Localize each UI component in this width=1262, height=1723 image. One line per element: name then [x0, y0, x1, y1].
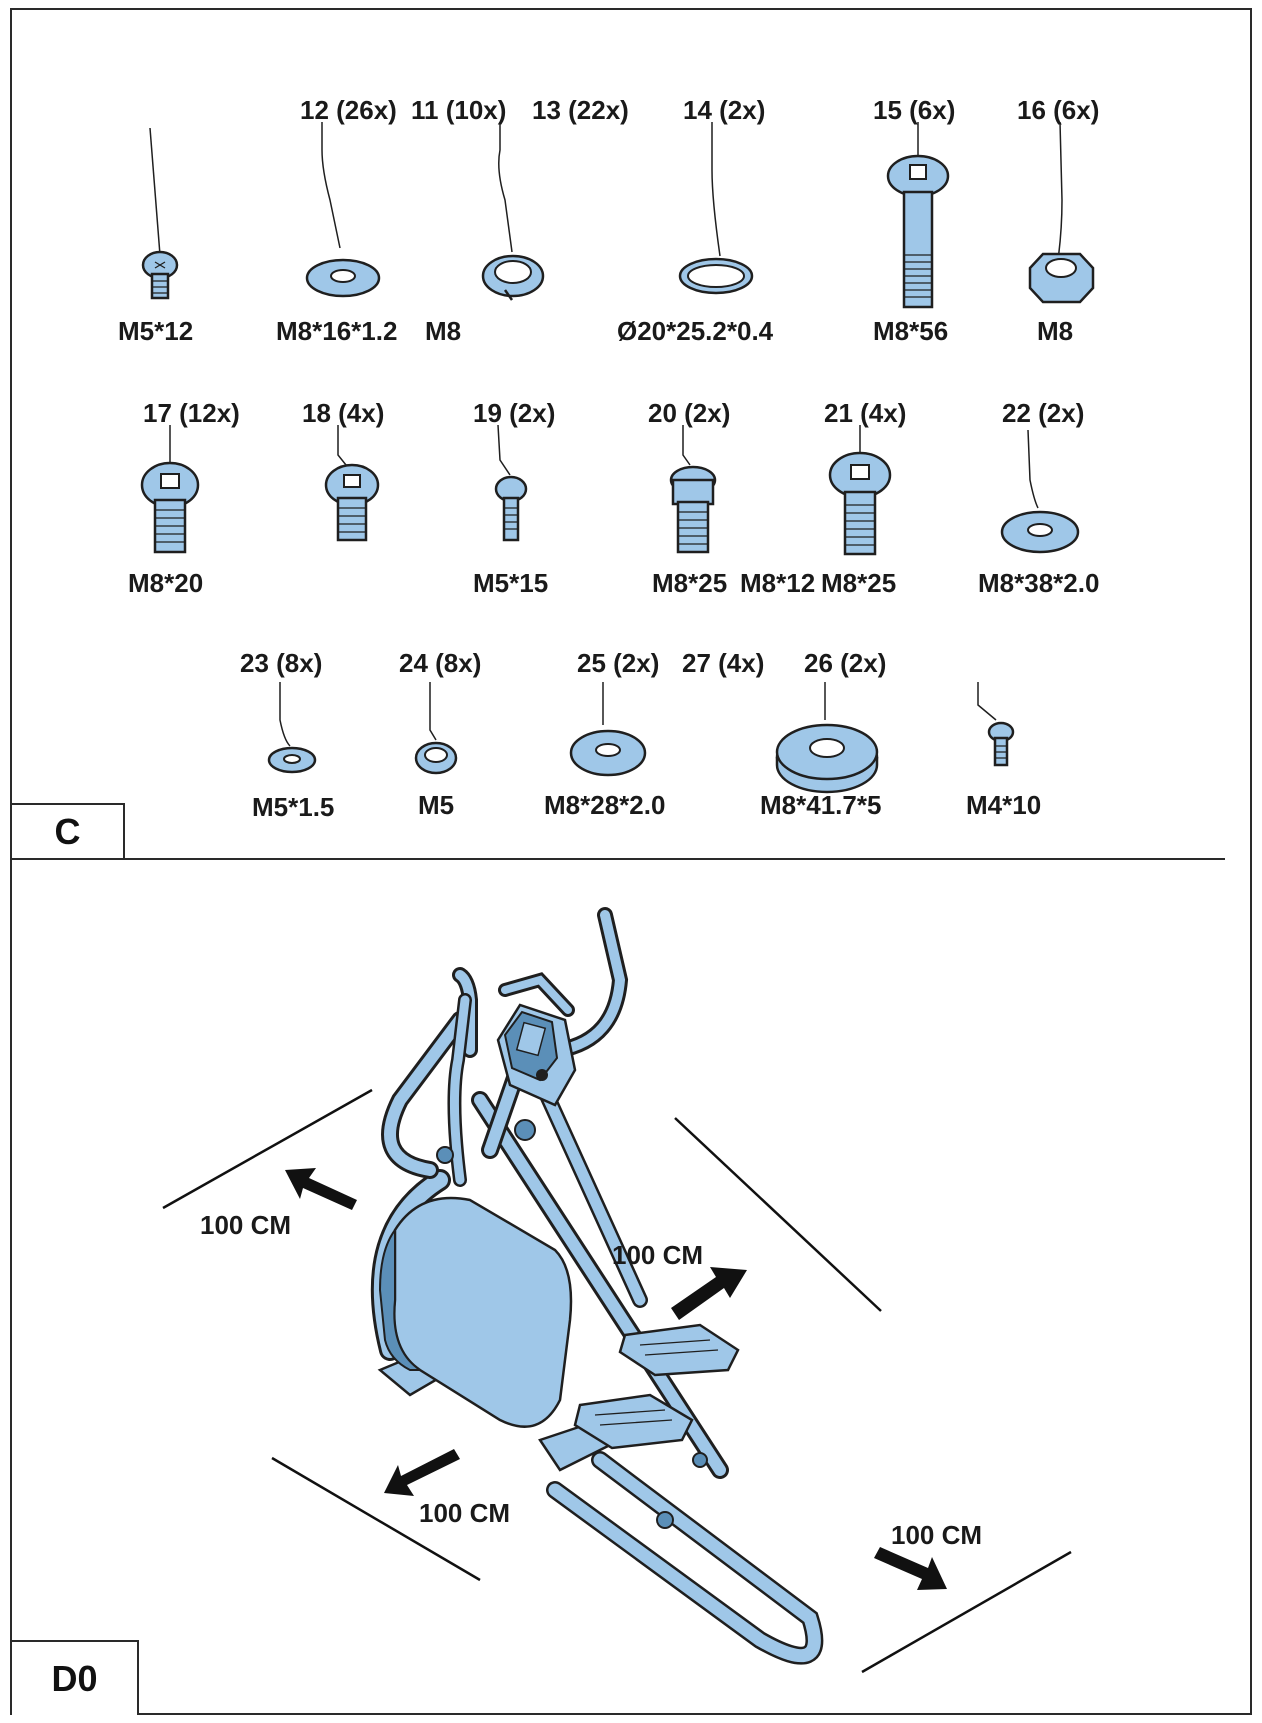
arrow-down-left-icon — [384, 1449, 460, 1496]
bolt-18-icon — [324, 425, 380, 542]
size-m8-nut: M8 — [1037, 316, 1074, 346]
clearance-label-left: 100 CM — [419, 1498, 511, 1528]
callout-23: 23 (8x) — [240, 648, 323, 678]
bolt-m8x25-icon — [669, 425, 717, 554]
size-m8x28x2: M8*28*2.0 — [544, 790, 666, 820]
lock-washer-24-icon — [414, 682, 458, 775]
clearance-label-back: 100 CM — [200, 1210, 292, 1240]
size-m5: M5 — [418, 790, 455, 820]
clearance-label-right: 100 CM — [612, 1240, 704, 1270]
section-badge-c: C — [12, 803, 125, 859]
callout-18: 18 (4x) — [302, 398, 385, 428]
size-m5x12: M5*12 — [118, 316, 194, 346]
section-badge-d0: D0 — [12, 1640, 139, 1715]
size-m5x15: M5*15 — [473, 568, 549, 598]
callout-17: 17 (12x) — [143, 398, 240, 428]
screw-m5x12-icon — [141, 127, 179, 300]
size-m8x25-b: M8*25 — [821, 568, 897, 598]
callout-19: 19 (2x) — [473, 398, 556, 428]
size-m5x1-5: M5*1.5 — [252, 792, 335, 822]
ring-washer-14-icon — [678, 122, 754, 295]
arrow-up-right-icon — [671, 1267, 747, 1320]
washer-23-icon — [267, 682, 317, 774]
size-m8x12: M8*12 — [740, 568, 816, 598]
lock-washer-11-icon — [481, 122, 545, 301]
bolt-m8x20-icon — [140, 425, 200, 554]
elliptical-trainer-icon — [370, 907, 824, 1665]
size-m8x20: M8*20 — [128, 568, 204, 598]
callout-20: 20 (2x) — [648, 398, 731, 428]
size-m8x25-a: M8*25 — [652, 568, 728, 598]
callout-25: 25 (2x) — [577, 648, 660, 678]
size-m8x56: M8*56 — [873, 316, 949, 346]
screw-m4x10-icon — [977, 682, 1015, 767]
page-frame — [10, 8, 1252, 1715]
callout-13: 13 (22x) — [532, 95, 629, 125]
bolt-21-icon — [828, 425, 892, 556]
callout-15: 15 (6x) — [873, 95, 956, 125]
bolt-m8x56-icon — [886, 122, 950, 309]
section-divider — [10, 858, 1225, 860]
size-m8x16x1-2: M8*16*1.2 — [276, 316, 398, 346]
clearance-label-front: 100 CM — [891, 1520, 983, 1550]
washer-26-icon — [775, 682, 879, 794]
callout-21: 21 (4x) — [824, 398, 907, 428]
size-m8x41-7x5: M8*41.7*5 — [760, 790, 882, 820]
callout-26: 26 (2x) — [804, 648, 887, 678]
callout-16: 16 (6x) — [1017, 95, 1100, 125]
arrow-up-left-icon — [285, 1168, 357, 1210]
size-m4x10: M4*10 — [966, 790, 1042, 820]
size-d20: Ø20*25.2*0.4 — [617, 316, 774, 346]
washer-22-icon — [1000, 429, 1080, 554]
nut-m8-icon — [1028, 121, 1095, 304]
callout-27: 27 (4x) — [682, 648, 765, 678]
callout-22: 22 (2x) — [1002, 398, 1085, 428]
callout-12: 12 (26x) — [300, 95, 397, 125]
washer-25-icon — [569, 682, 647, 777]
size-m8x38x2: M8*38*2.0 — [978, 568, 1100, 598]
washer-12-icon — [305, 122, 381, 298]
screw-m5x15-icon — [494, 424, 528, 542]
arrow-down-right-icon — [874, 1547, 947, 1590]
callout-24: 24 (8x) — [399, 648, 482, 678]
callout-14: 14 (2x) — [683, 95, 766, 125]
size-m8-lock: M8 — [425, 316, 462, 346]
callout-11: 11 (10x) — [411, 95, 507, 125]
